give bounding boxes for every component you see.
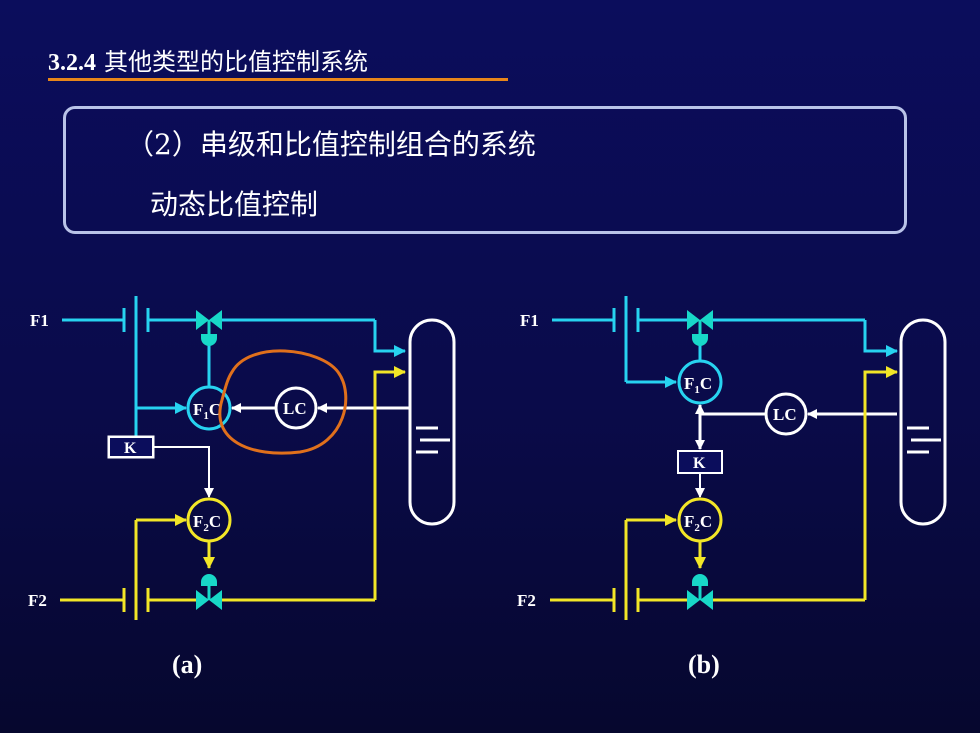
svg-text:K: K — [693, 455, 706, 472]
svg-text:K: K — [124, 440, 137, 457]
lc-controller-b: LC — [764, 392, 808, 436]
k-to-f2c-signal-a — [154, 446, 214, 498]
flow2-label-a: F2 — [28, 591, 47, 610]
f2c-controller-b: F2C — [677, 497, 723, 543]
svg-text:LC: LC — [773, 405, 797, 424]
vessel-a — [408, 318, 456, 526]
flow2-pipe-a — [60, 366, 406, 620]
content-box: （2）串级和比值控制组合的系统 动态比值控制 — [63, 106, 907, 234]
diagram-b: F1C LC K F2C — [517, 296, 947, 679]
section-title: 其他类型的比值控制系统 — [104, 50, 368, 76]
diagram-a: F1C LC K F2C — [28, 296, 456, 679]
valve-f2-b — [687, 574, 713, 610]
flow1-pipe-a — [62, 296, 406, 436]
subtitle-line-1: （2）串级和比值控制组合的系统 — [126, 128, 536, 161]
f1c-controller-b: F1C — [677, 359, 723, 405]
svg-text:F1C: F1C — [193, 400, 221, 422]
k-block-a: K — [107, 435, 155, 459]
flow1-pipe-b — [552, 296, 898, 388]
section-number: 3.2.4 — [48, 50, 96, 76]
svg-text:LC: LC — [283, 399, 307, 418]
svg-text:F2C: F2C — [193, 512, 221, 534]
svg-text:F1C: F1C — [684, 374, 712, 396]
valve-f2-a — [196, 574, 222, 610]
diagram-label-b: (b) — [688, 650, 720, 679]
flow1-label-b: F1 — [520, 311, 539, 330]
k-block-b: K — [677, 450, 723, 474]
highlight-loop-a — [218, 349, 348, 455]
f2c-controller-a: F2C — [186, 497, 232, 543]
flow2-pipe-b — [550, 366, 898, 620]
flow2-label-b: F2 — [517, 591, 536, 610]
page-title: 3.2.4 其他类型的比值控制系统 — [48, 42, 368, 77]
title-underline: 3.2.4 其他类型的比值控制系统 — [48, 42, 508, 81]
f1c-controller-a: F1C — [186, 385, 232, 431]
valve-f1-b — [687, 310, 713, 346]
lc-controller-a: LC — [274, 386, 318, 430]
diagram-label-a: (a) — [172, 650, 202, 679]
flow1-label-a: F1 — [30, 311, 49, 330]
svg-text:F2C: F2C — [684, 512, 712, 534]
vessel-b — [899, 318, 947, 526]
subtitle-line-2: 动态比值控制 — [150, 188, 319, 221]
valve-f1-a — [196, 310, 222, 346]
